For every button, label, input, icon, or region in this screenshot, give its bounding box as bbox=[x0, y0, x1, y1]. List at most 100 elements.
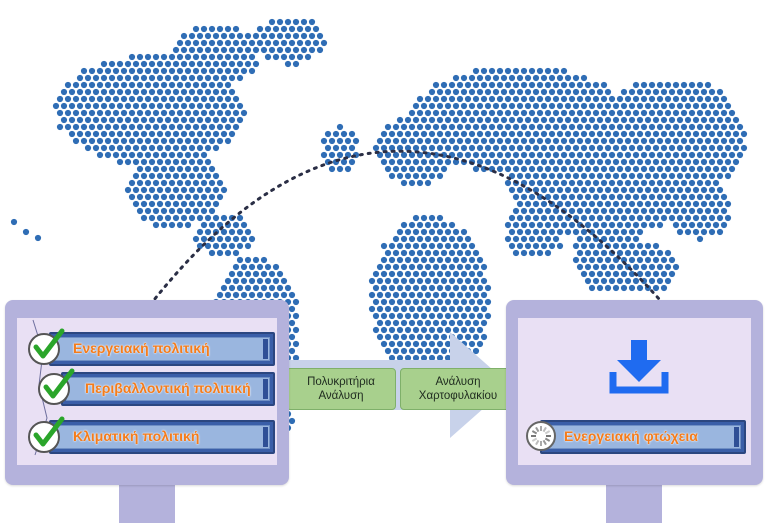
map-dot bbox=[200, 165, 208, 173]
map-dot bbox=[508, 102, 516, 110]
map-dot bbox=[604, 102, 612, 110]
map-dot bbox=[404, 256, 412, 264]
map-dot bbox=[192, 151, 200, 159]
map-dot bbox=[140, 88, 148, 96]
map-dot bbox=[524, 102, 532, 110]
map-dot bbox=[572, 172, 580, 180]
map-dot bbox=[116, 60, 124, 68]
map-dot bbox=[496, 67, 504, 75]
map-dot bbox=[432, 235, 440, 243]
map-dot bbox=[492, 130, 500, 138]
map-dot bbox=[416, 95, 424, 103]
map-dot bbox=[540, 186, 548, 194]
map-dot bbox=[68, 102, 76, 110]
map-dot bbox=[376, 333, 384, 341]
map-dot bbox=[184, 207, 192, 215]
map-dot bbox=[624, 193, 632, 201]
map-dot bbox=[512, 193, 520, 201]
map-dot bbox=[188, 102, 196, 110]
map-dot bbox=[228, 130, 236, 138]
map-dot bbox=[428, 242, 436, 250]
map-dot bbox=[640, 249, 648, 257]
map-dot bbox=[508, 228, 516, 236]
map-dot bbox=[536, 81, 544, 89]
map-dot bbox=[240, 221, 248, 229]
map-dot bbox=[160, 193, 168, 201]
map-dot bbox=[484, 158, 492, 166]
map-dot bbox=[544, 109, 552, 117]
map-dot bbox=[412, 172, 420, 180]
map-dot bbox=[236, 116, 244, 124]
map-dot bbox=[556, 102, 564, 110]
map-dot bbox=[728, 165, 736, 173]
map-dot bbox=[160, 207, 168, 215]
map-dot bbox=[612, 158, 620, 166]
map-dot bbox=[328, 151, 336, 159]
map-dot bbox=[112, 67, 120, 75]
map-dot bbox=[452, 242, 460, 250]
map-dot bbox=[560, 123, 568, 131]
map-dot bbox=[456, 109, 464, 117]
map-dot bbox=[440, 277, 448, 285]
map-dot bbox=[228, 74, 236, 82]
map-dot bbox=[640, 221, 648, 229]
map-dot bbox=[416, 179, 424, 187]
map-dot bbox=[396, 270, 404, 278]
map-dot bbox=[660, 130, 668, 138]
map-dot bbox=[384, 249, 392, 257]
map-dot bbox=[620, 130, 628, 138]
map-dot bbox=[532, 214, 540, 222]
map-dot bbox=[400, 249, 408, 257]
map-dot bbox=[160, 109, 168, 117]
map-dot bbox=[180, 102, 188, 110]
map-dot bbox=[400, 221, 408, 229]
map-dot bbox=[508, 158, 516, 166]
map-dot bbox=[600, 137, 608, 145]
map-dot bbox=[276, 284, 284, 292]
map-dot bbox=[96, 67, 104, 75]
map-dot bbox=[612, 242, 620, 250]
map-dot bbox=[472, 151, 480, 159]
map-dot bbox=[428, 326, 436, 334]
map-dot bbox=[652, 158, 660, 166]
map-dot bbox=[460, 256, 468, 264]
map-dot bbox=[460, 74, 468, 82]
map-dot bbox=[472, 291, 480, 299]
map-dot bbox=[444, 312, 452, 320]
map-dot bbox=[664, 151, 672, 159]
map-dot bbox=[276, 270, 284, 278]
map-dot bbox=[504, 235, 512, 243]
map-dot bbox=[416, 249, 424, 257]
map-dot bbox=[660, 88, 668, 96]
check-icon bbox=[38, 368, 75, 405]
map-dot bbox=[508, 130, 516, 138]
map-dot bbox=[220, 214, 228, 222]
map-dot bbox=[520, 151, 528, 159]
map-dot bbox=[468, 340, 476, 348]
map-dot bbox=[384, 137, 392, 145]
map-dot bbox=[420, 256, 428, 264]
map-dot bbox=[600, 123, 608, 131]
map-dot bbox=[572, 102, 580, 110]
map-dot bbox=[616, 221, 624, 229]
map-dot bbox=[76, 102, 84, 110]
map-dot bbox=[344, 137, 352, 145]
map-dot bbox=[672, 151, 680, 159]
map-dot bbox=[124, 158, 132, 166]
map-dot bbox=[224, 291, 232, 299]
map-dot bbox=[572, 228, 580, 236]
map-dot bbox=[592, 193, 600, 201]
map-dot bbox=[472, 277, 480, 285]
map-dot bbox=[532, 228, 540, 236]
map-dot bbox=[740, 144, 748, 152]
map-dot bbox=[696, 109, 704, 117]
map-dot bbox=[496, 165, 504, 173]
map-dot bbox=[460, 144, 468, 152]
map-dot bbox=[252, 284, 260, 292]
map-dot bbox=[592, 207, 600, 215]
map-dot bbox=[388, 326, 396, 334]
map-dot bbox=[152, 193, 160, 201]
map-dot bbox=[440, 81, 448, 89]
map-dot bbox=[424, 165, 432, 173]
map-dot bbox=[468, 270, 476, 278]
